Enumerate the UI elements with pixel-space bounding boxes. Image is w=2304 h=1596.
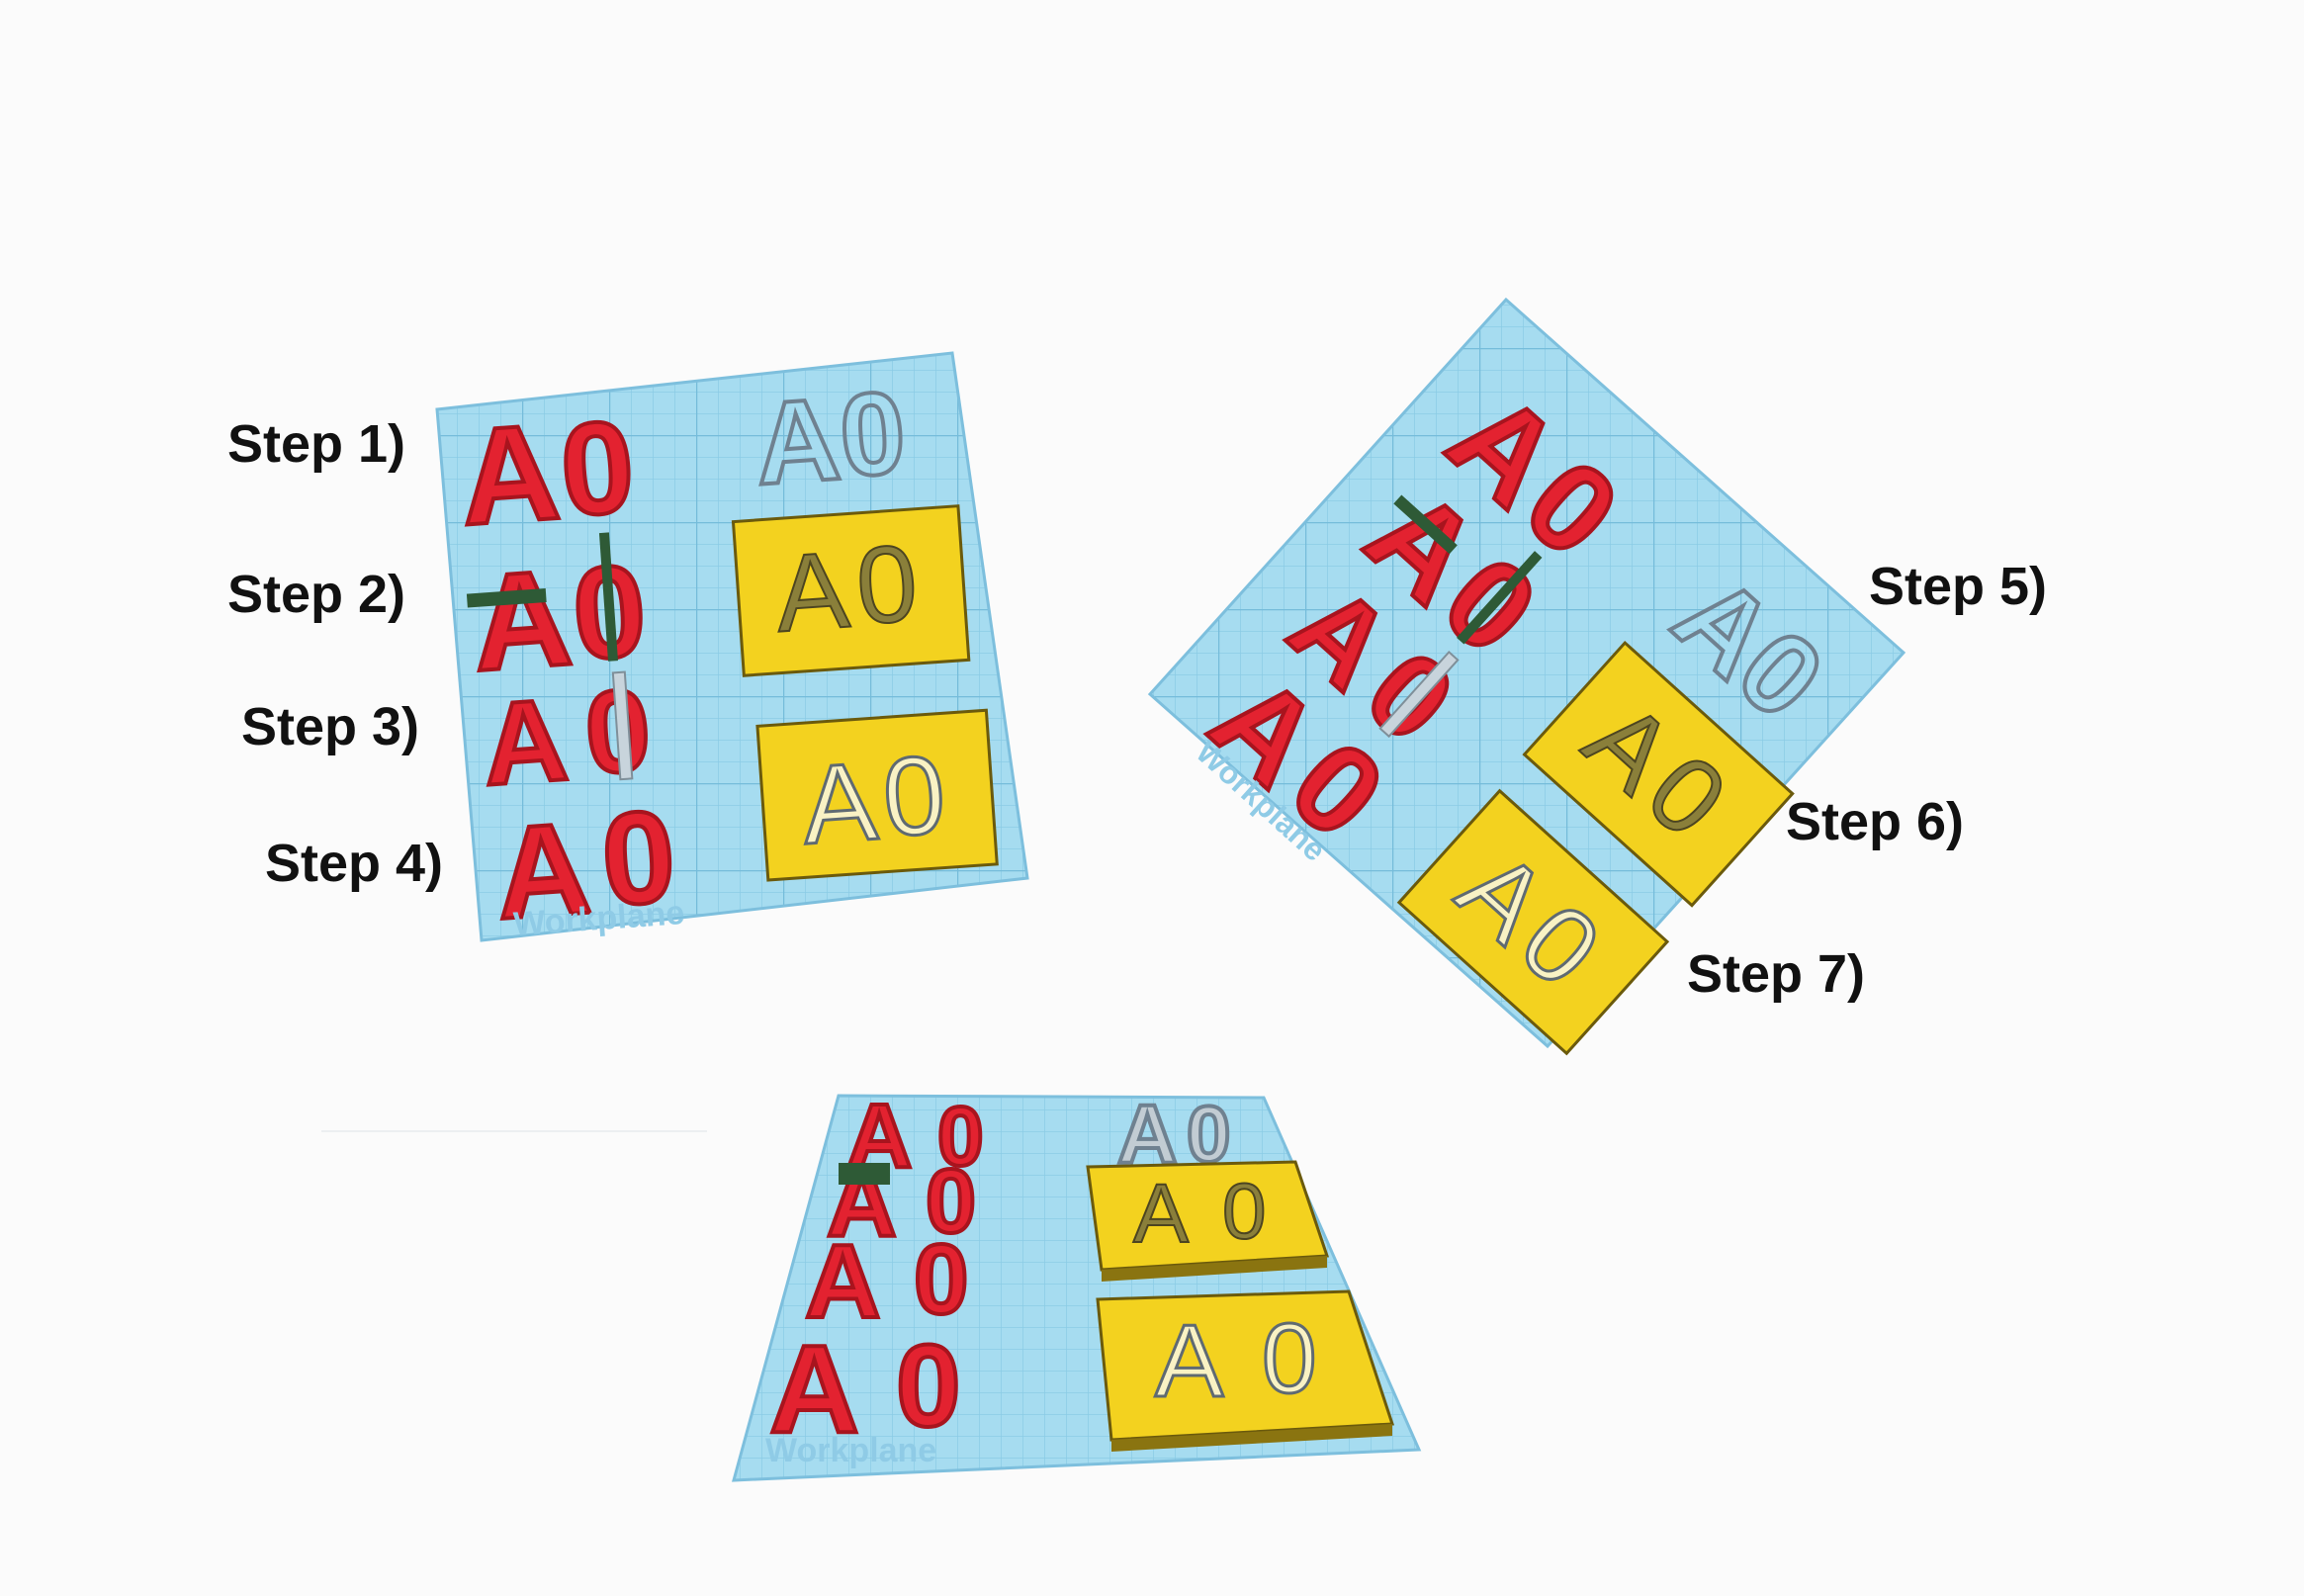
tl-row2-support-bar-0 — [598, 532, 618, 662]
tl-row2-red-a: A — [468, 541, 576, 700]
step-2-label: Step 2) — [227, 565, 406, 624]
r-row2-support-bar-a — [1393, 494, 1458, 555]
tl-row3-red-a: A — [479, 674, 572, 811]
step-1-label: Step 1) — [227, 414, 406, 474]
b-row4-red-0: 0 — [896, 1321, 961, 1452]
tl-row1-ghost-a: A — [751, 374, 843, 510]
step-7-label: Step 7) — [1687, 944, 1866, 1004]
b-plate-lower-0: 0 — [1262, 1303, 1317, 1414]
tl-plate-step4-0: 0 — [879, 732, 949, 859]
b-row2-support-bar — [839, 1163, 890, 1185]
b-plate-upper-a: A — [1133, 1167, 1189, 1260]
tl-plate-step2 — [731, 504, 971, 677]
tl-row3-cut-0 — [611, 670, 634, 781]
tl-row1-red-a: A — [455, 396, 564, 555]
tl-row4-red-0: 0 — [597, 783, 679, 933]
b-workplane-watermark: Workplane — [765, 1432, 936, 1469]
tl-row1-red-0: 0 — [556, 394, 638, 544]
r-row2-support-bar-0 — [1457, 551, 1543, 645]
step-4-label: Step 4) — [265, 834, 444, 893]
bottom-plate-upper: A 0 — [1086, 1160, 1330, 1282]
tl-plate-step4 — [755, 708, 999, 882]
tl-row2-support-bar-a — [466, 588, 547, 608]
b-row3-red-0: 0 — [914, 1224, 969, 1335]
r-row3-cut-0 — [1378, 650, 1460, 739]
b-plate-lower-a: A — [1155, 1304, 1224, 1419]
tl-row1-ghost-0: 0 — [836, 367, 910, 501]
tl-plate-step2-a: A — [771, 529, 852, 656]
step-3-label: Step 3) — [241, 697, 420, 756]
step-5-label: Step 5) — [1869, 557, 2048, 616]
tl-plate-step4-a: A — [798, 739, 881, 867]
b-row2-red-0: 0 — [926, 1151, 976, 1252]
tl-row4-red-a: A — [491, 795, 595, 946]
b-plate-upper-0: 0 — [1222, 1167, 1267, 1255]
r-plate-step6 — [1522, 640, 1795, 908]
b-row4-red-a: A — [769, 1319, 859, 1459]
bottom-plate-lower: A 0 — [1096, 1289, 1395, 1452]
step-6-label: Step 6) — [1786, 792, 1965, 851]
r-plate-step7 — [1396, 788, 1670, 1056]
b-row3-red-a: A — [805, 1223, 881, 1340]
divider-line — [321, 1130, 707, 1132]
tl-plate-step2-0: 0 — [852, 522, 922, 648]
bottom-red-letters: A 0 A 0 A 0 A 0 — [767, 1084, 986, 1461]
b-row1-red-0: 0 — [937, 1090, 984, 1183]
